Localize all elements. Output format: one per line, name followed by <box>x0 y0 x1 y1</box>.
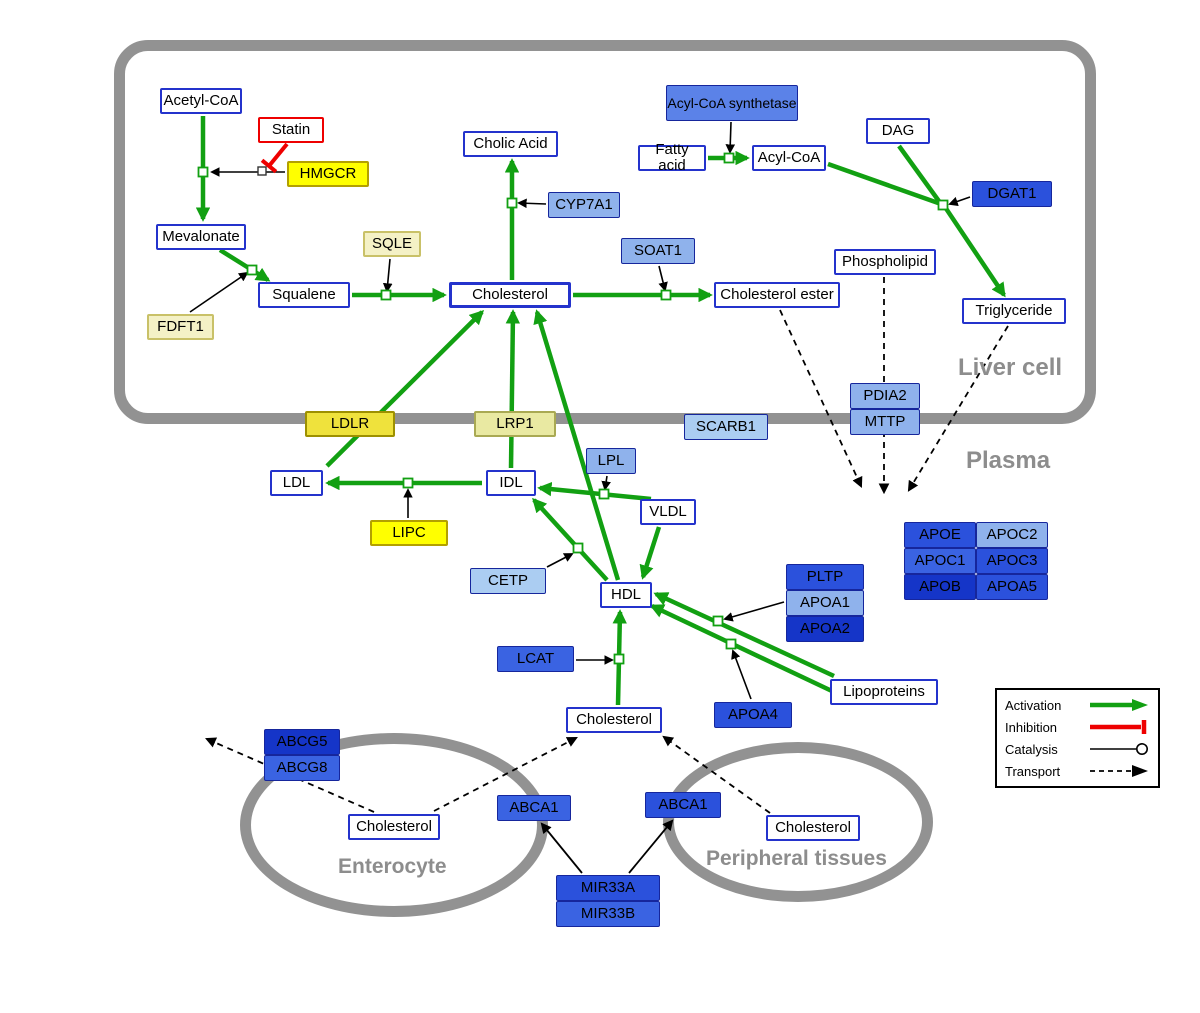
cetp-node[interactable]: CETP <box>470 568 546 594</box>
cholesterol-plasma-node[interactable]: Cholesterol <box>566 707 662 733</box>
sqle-node[interactable]: SQLE <box>363 231 421 257</box>
fdft1-node[interactable]: FDFT1 <box>147 314 214 340</box>
abca1-enterocyte-node[interactable]: ABCA1 <box>497 795 571 821</box>
legend-row-inhibition: Inhibition <box>1005 719 1150 735</box>
apoc1-node[interactable]: APOC1 <box>904 548 976 574</box>
apoc2-node[interactable]: APOC2 <box>976 522 1048 548</box>
peripheral-tissues-label: Peripheral tissues <box>706 847 887 870</box>
apoa2-node[interactable]: APOA2 <box>786 616 864 642</box>
legend-row-catalysis: Catalysis <box>1005 741 1150 757</box>
legend-row-activation: Activation <box>1005 697 1150 713</box>
triglyceride-node[interactable]: Triglyceride <box>962 298 1066 324</box>
dgat1-node[interactable]: DGAT1 <box>972 181 1052 207</box>
cholesterol-enterocyte-node[interactable]: Cholesterol <box>348 814 440 840</box>
legend-row-transport: Transport <box>1005 763 1150 779</box>
apob-node[interactable]: APOB <box>904 574 976 600</box>
apoa4-node[interactable]: APOA4 <box>714 702 792 728</box>
phospholipid-node[interactable]: Phospholipid <box>834 249 936 275</box>
mttp-node[interactable]: MTTP <box>850 409 920 435</box>
pltp-node[interactable]: PLTP <box>786 564 864 590</box>
transport-dashed-arrow-icon <box>1090 765 1148 777</box>
abcg8-node[interactable]: ABCG8 <box>264 755 340 781</box>
lipoproteins-node[interactable]: Lipoproteins <box>830 679 938 705</box>
acyl-coa-node[interactable]: Acyl-CoA <box>752 145 826 171</box>
abca1-peripheral-node[interactable]: ABCA1 <box>645 792 721 818</box>
legend: Activation Inhibition Catalysis Transpor… <box>995 688 1160 788</box>
cyp7a1-node[interactable]: CYP7A1 <box>548 192 620 218</box>
lipc-node[interactable]: LIPC <box>370 520 448 546</box>
legend-label-inhibition: Inhibition <box>1005 719 1058 735</box>
plasma-label: Plasma <box>966 447 1051 474</box>
scarb1-node[interactable]: SCARB1 <box>684 414 768 440</box>
hdl-node[interactable]: HDL <box>600 582 652 608</box>
cholesterol-ester-node[interactable]: Cholesterol ester <box>714 282 840 308</box>
catalysis-circle-icon <box>1090 743 1148 755</box>
mir33b-node[interactable]: MIR33B <box>556 901 660 927</box>
legend-label-catalysis: Catalysis <box>1005 741 1058 757</box>
apoc3-node[interactable]: APOC3 <box>976 548 1048 574</box>
cholesterol-liver-node[interactable]: Cholesterol <box>449 282 571 308</box>
squalene-node[interactable]: Squalene <box>258 282 350 308</box>
ldl-node[interactable]: LDL <box>270 470 323 496</box>
acyl-coa-synthetase-node[interactable]: Acyl-CoA synthetase <box>666 85 798 121</box>
ldlr-node[interactable]: LDLR <box>305 411 395 437</box>
apoa1-node[interactable]: APOA1 <box>786 590 864 616</box>
abcg5-node[interactable]: ABCG5 <box>264 729 340 755</box>
dag-node[interactable]: DAG <box>866 118 930 144</box>
apoa5-node[interactable]: APOA5 <box>976 574 1048 600</box>
pdia2-node[interactable]: PDIA2 <box>850 383 920 409</box>
soat1-node[interactable]: SOAT1 <box>621 238 695 264</box>
enterocyte-label: Enterocyte <box>338 855 447 878</box>
apoe-node[interactable]: APOE <box>904 522 976 548</box>
mir33a-node[interactable]: MIR33A <box>556 875 660 901</box>
cholic-acid-node[interactable]: Cholic Acid <box>463 131 558 157</box>
liver-cell-label: Liver cell <box>958 354 1063 381</box>
idl-node[interactable]: IDL <box>486 470 536 496</box>
inhibition-tbar-icon <box>1090 720 1147 734</box>
hmgcr-node[interactable]: HMGCR <box>287 161 369 187</box>
fatty-acid-node[interactable]: Fatty acid <box>638 142 706 174</box>
acetyl-coa-node[interactable]: Acetyl-CoA <box>160 88 242 114</box>
mevalonate-node[interactable]: Mevalonate <box>156 224 246 250</box>
lpl-node[interactable]: LPL <box>586 448 636 474</box>
lcat-node[interactable]: LCAT <box>497 646 574 672</box>
lrp1-node[interactable]: LRP1 <box>474 411 556 437</box>
legend-label-transport: Transport <box>1005 763 1061 779</box>
legend-label-activation: Activation <box>1005 697 1062 713</box>
cholesterol-peripheral-node[interactable]: Cholesterol <box>766 815 860 841</box>
statin-node[interactable]: Statin <box>258 117 324 143</box>
vldl-node[interactable]: VLDL <box>640 499 696 525</box>
activation-arrow-icon <box>1090 699 1148 711</box>
